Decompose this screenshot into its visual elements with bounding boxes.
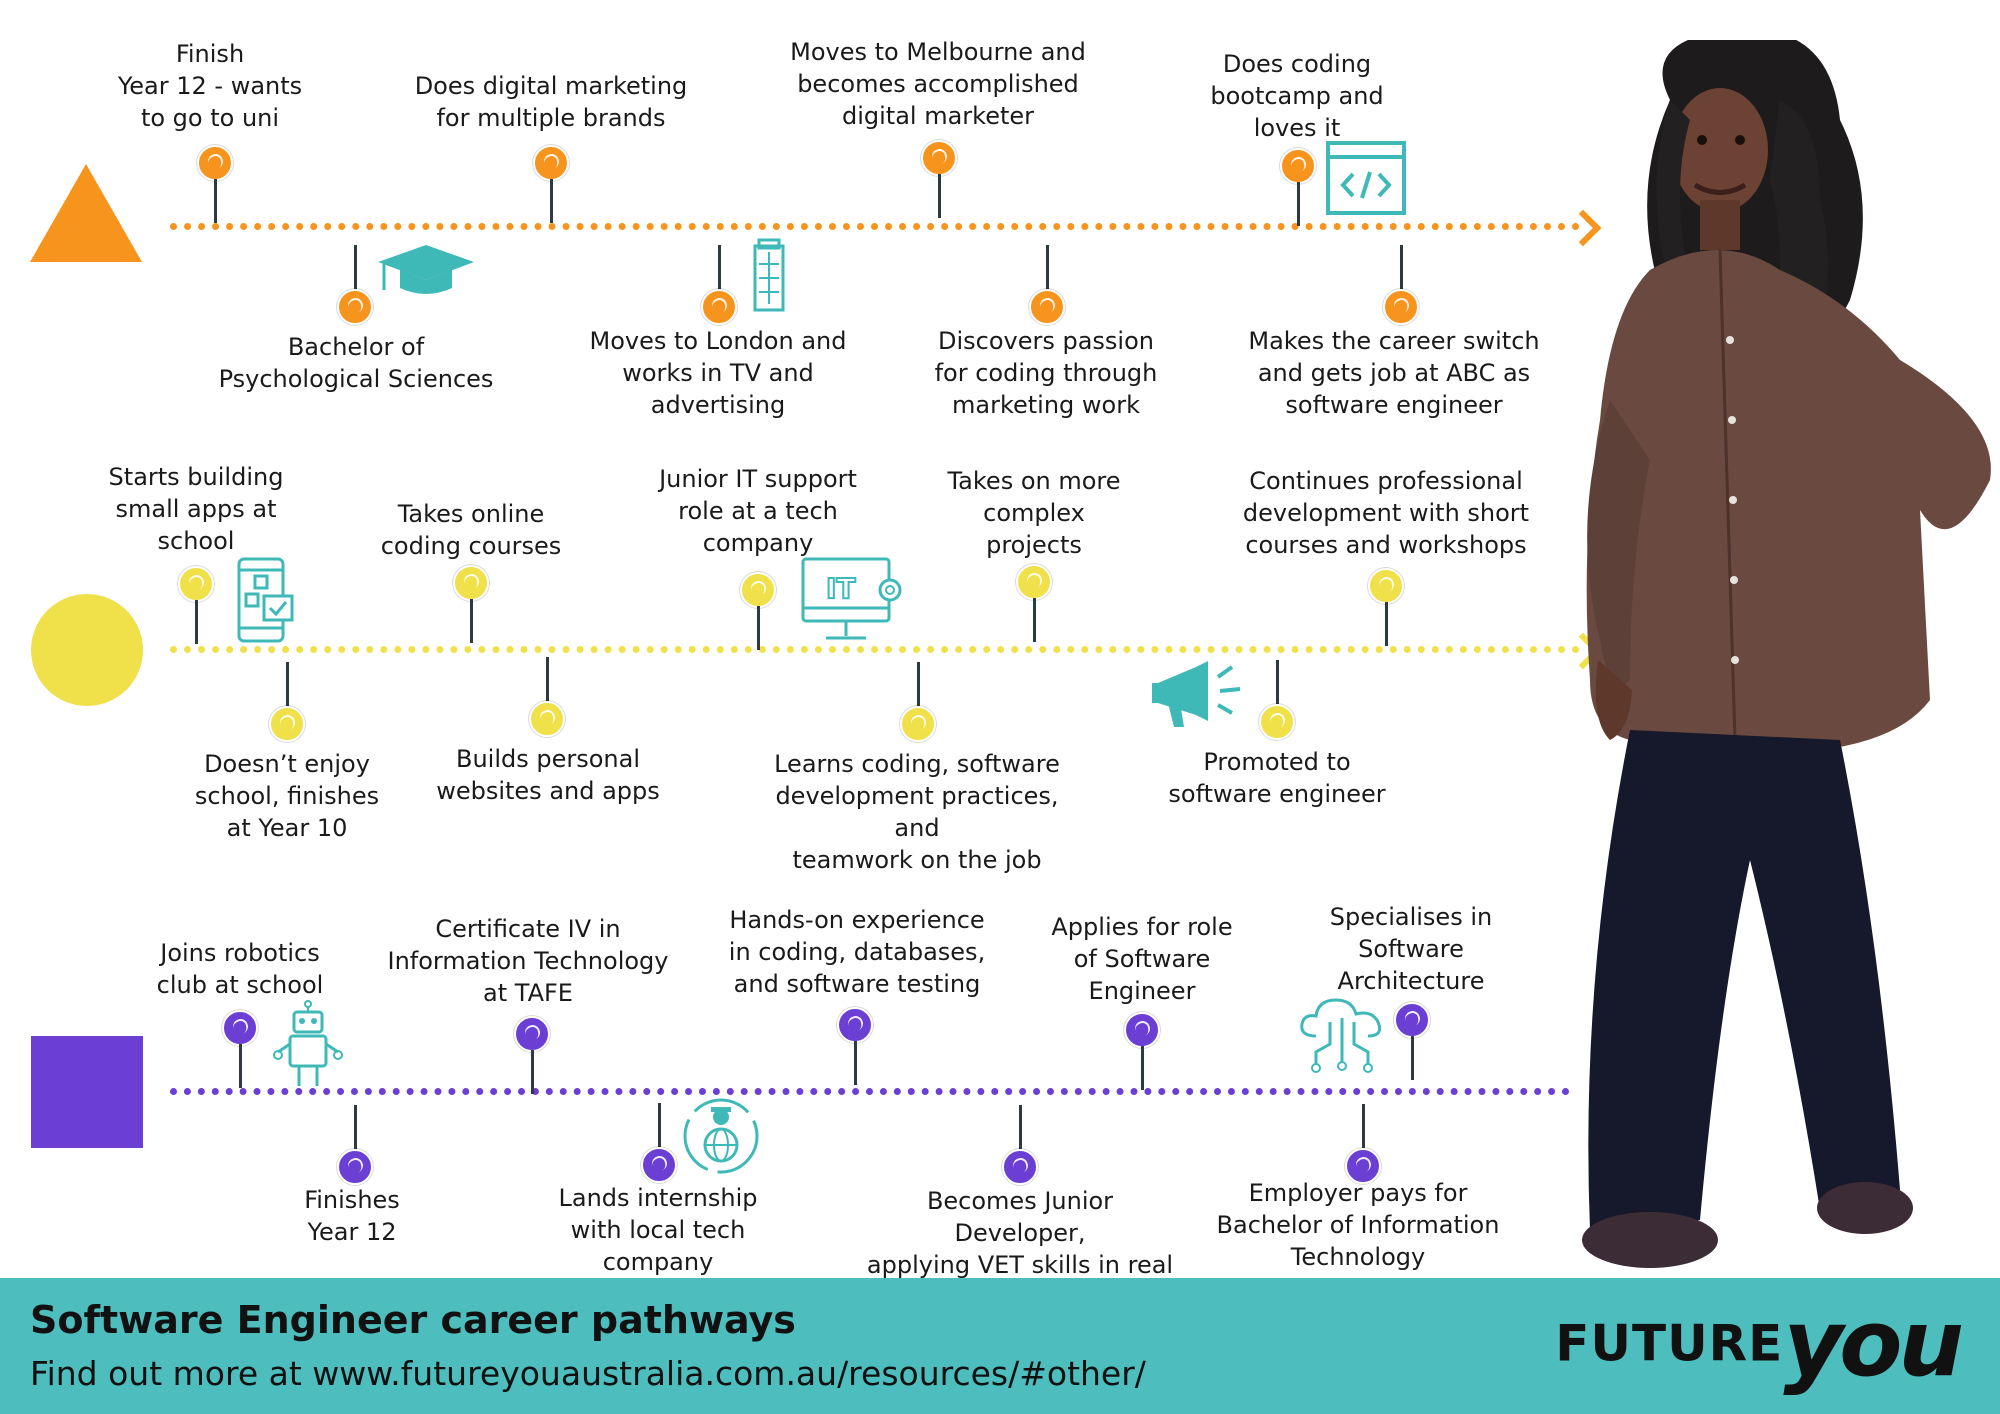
purple-timeline-line: [170, 1088, 1570, 1095]
milestone-label: Bachelor of Psychological Sciences: [218, 333, 494, 393]
yellow-pin: [1259, 660, 1295, 740]
milestone-label: Finishes Year 12: [304, 1186, 400, 1246]
orange-triangle-marker: [30, 164, 142, 262]
person-illustration: [1582, 40, 1991, 1268]
yellow-pin: [269, 662, 305, 742]
yellow-pin: [740, 572, 776, 650]
milestone-label: Moves to London and works in TV and adve…: [589, 327, 847, 419]
footer-link[interactable]: Find out more at www.futureyouaustralia.…: [30, 1354, 1146, 1393]
milestone-label: Joins robotics club at school: [156, 939, 324, 999]
orange-pin: [1029, 245, 1065, 325]
milestone-label: Promoted to software engineer: [1168, 748, 1386, 808]
orange-pin: [701, 245, 737, 325]
graduation-cap-icon: [378, 245, 474, 294]
milestone-label: Takes online coding courses: [380, 500, 562, 560]
milestone-label: Hands-on experience in coding, databases…: [728, 906, 986, 998]
globe-icon: [683, 1098, 759, 1174]
code-window-icon: [1326, 141, 1406, 215]
futureyou-logo: FUTUREyou: [1555, 1290, 1964, 1397]
milestone-label: Doesn’t enjoy school, finishes at Year 1…: [194, 750, 380, 842]
milestone-label: Employer pays for Bachelor of Informatio…: [1216, 1179, 1500, 1271]
robot-icon: [273, 1000, 343, 1086]
orange-pin: [921, 140, 957, 218]
milestone-label: Learns coding, software development prac…: [774, 750, 1060, 874]
orange-pin: [197, 145, 233, 223]
logo-part-you: you: [1783, 1290, 1964, 1397]
purple-pin: [1124, 1012, 1160, 1090]
footer-bar: Software Engineer career pathways Find o…: [0, 1278, 2000, 1414]
mobile-app-icon: [237, 557, 294, 643]
orange-pin: [533, 145, 569, 223]
yellow-pin: [900, 662, 936, 742]
yellow-pin: [1016, 564, 1052, 642]
yellow-pin: [453, 565, 489, 643]
phone-box-icon: [753, 238, 785, 312]
yellow-pin: [178, 566, 214, 644]
milestone-label: Discovers passion for coding through mar…: [934, 327, 1158, 419]
milestone-label: Makes the career switch and gets job at …: [1248, 327, 1540, 419]
milestone-label: Continues professional development with …: [1242, 467, 1530, 559]
milestone-label: Builds personal websites and apps: [436, 745, 660, 805]
orange-pin: [1280, 148, 1316, 226]
purple-pin: [337, 1105, 373, 1185]
purple-square-marker: [31, 1036, 143, 1148]
purple-pin: [1345, 1104, 1381, 1184]
purple-pin: [1002, 1105, 1038, 1185]
milestone-label: Finish Year 12 - wants to go to uni: [117, 40, 303, 132]
yellow-pin: [529, 657, 565, 737]
milestone-label: Specialises in Software Architecture: [1329, 903, 1493, 995]
purple-pin: [222, 1010, 258, 1088]
orange-pin: [1383, 245, 1419, 325]
purple-pin: [1394, 1002, 1430, 1080]
purple-pin: [641, 1103, 677, 1183]
purple-pin: [837, 1007, 873, 1085]
milestone-label: Lands internship with local tech company: [558, 1184, 758, 1276]
milestone-label: Starts building small apps at school: [108, 463, 284, 555]
cloud-network-icon: [1300, 998, 1382, 1073]
yellow-timeline-line: [170, 646, 1580, 653]
svg-text:IT: IT: [826, 572, 856, 605]
milestone-label: Takes on more complex projects: [947, 467, 1121, 559]
footer-title: Software Engineer career pathways: [30, 1298, 796, 1342]
yellow-circle-marker: [31, 594, 143, 706]
milestone-label: Does digital marketing for multiple bran…: [414, 72, 688, 132]
milestone-label: Applies for role of Software Engineer: [1051, 913, 1233, 1005]
milestone-label: Moves to Melbourne and becomes accomplis…: [790, 38, 1086, 130]
milestone-label: Certificate IV in Information Technology…: [387, 915, 669, 1007]
it-monitor-icon: IT: [801, 557, 902, 640]
yellow-pin: [1368, 568, 1404, 646]
megaphone-icon: [1152, 661, 1241, 727]
orange-timeline-line: [170, 223, 1580, 230]
purple-pin: [514, 1016, 550, 1094]
logo-part-future: FUTURE: [1555, 1314, 1784, 1373]
milestone-label: Does coding bootcamp and loves it: [1210, 50, 1384, 142]
orange-pin: [337, 245, 373, 325]
milestone-label: Junior IT support role at a tech company: [659, 465, 857, 557]
